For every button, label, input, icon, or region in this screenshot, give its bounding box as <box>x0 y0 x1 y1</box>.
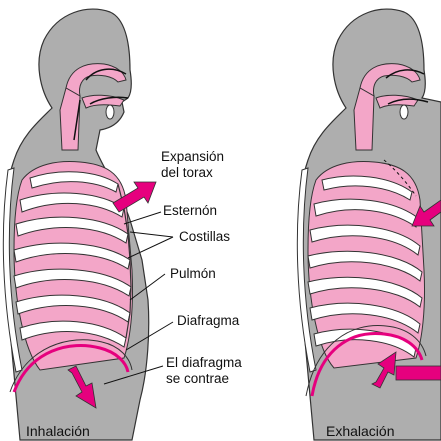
leader-diaphragm <box>125 321 174 351</box>
airflow-arrow <box>73 99 81 141</box>
rib <box>309 302 421 334</box>
label-lung: Pulmón <box>170 266 216 281</box>
arrow-up-right-icon <box>112 181 157 213</box>
rib <box>307 250 423 282</box>
rib <box>13 268 132 297</box>
previous-chest-outline <box>383 159 417 197</box>
label-chest-expansion-line1: Expansión <box>161 149 225 164</box>
diaphragm <box>310 332 424 397</box>
label-diaphragm: Diafragma <box>177 313 240 328</box>
label-diaphragm-contracts-line2: se contrae <box>166 371 230 386</box>
rib <box>29 171 119 193</box>
airflow-arrow <box>387 98 429 105</box>
diaphragm-bar <box>395 365 441 381</box>
rib <box>321 175 413 201</box>
spine <box>296 167 317 373</box>
nasal-cavity <box>65 63 127 97</box>
rib-cage <box>2 167 132 373</box>
tongue <box>105 104 115 120</box>
inhalation-figure <box>2 8 174 441</box>
arrow-up-icon <box>371 351 397 389</box>
label-chest-expansion-line2: del torax <box>161 165 213 180</box>
exhalation-figure <box>296 8 441 441</box>
airflow-arrow <box>85 68 127 81</box>
label-ribs: Costillas <box>179 229 231 244</box>
label-chest-expansion: Expansión del torax <box>161 149 224 181</box>
rib <box>307 276 423 308</box>
rib-cage <box>296 167 423 373</box>
label-diaphragm-contracts-line1: El diafragma <box>166 355 242 370</box>
tongue <box>399 104 409 120</box>
rib <box>19 192 125 218</box>
diaphragm-outline <box>305 325 427 397</box>
trachea <box>353 87 375 151</box>
caption-exhalation: Exhalación <box>326 423 395 439</box>
leader-ribs <box>129 231 174 238</box>
leader-ribs <box>127 236 174 259</box>
leader-sternum <box>123 211 162 225</box>
caption-inhalation: Inhalación <box>26 423 90 439</box>
arrow-down-icon <box>67 365 97 409</box>
rib <box>13 242 131 270</box>
diaphragm-outline <box>9 339 133 393</box>
label-sternum: Esternón <box>163 203 218 218</box>
arrow-down-left-icon <box>411 199 441 227</box>
rib <box>309 224 421 256</box>
label-diaphragm-contracts: El diafragma se contrae <box>166 355 242 387</box>
leader-lung <box>129 273 166 301</box>
rib <box>19 320 127 348</box>
nasal-cavity <box>359 63 421 97</box>
rib <box>313 198 419 228</box>
leader-contracts <box>103 365 164 385</box>
airflow-arrow <box>385 69 425 79</box>
mouth-cavity <box>81 94 125 109</box>
diaphragm <box>12 344 130 393</box>
spine <box>2 167 23 373</box>
rib <box>15 216 129 244</box>
airflow-arrow <box>89 96 129 105</box>
